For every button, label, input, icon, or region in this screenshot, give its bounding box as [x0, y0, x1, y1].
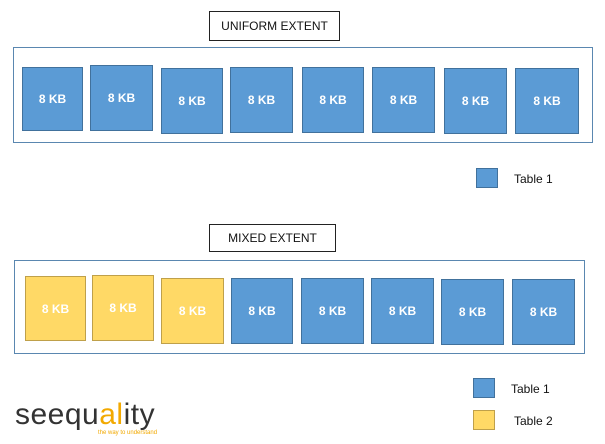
- mixed-page-8: 8 KB: [512, 279, 575, 345]
- mixed-page-6: 8 KB: [371, 278, 434, 344]
- mixed-page-2: 8 KB: [92, 275, 154, 341]
- uniform-page-1: 8 KB: [22, 67, 83, 131]
- uniform-page-2: 8 KB: [90, 65, 153, 131]
- legend-table1-label-mixed: Table 1: [511, 382, 550, 396]
- mixed-page-1: 8 KB: [25, 276, 86, 341]
- mixed-page-4: 8 KB: [231, 278, 293, 344]
- mixed-page-5: 8 KB: [301, 278, 364, 344]
- uniform-page-6: 8 KB: [372, 67, 435, 133]
- uniform-page-7: 8 KB: [444, 68, 507, 134]
- logo-tagline: the way to understand: [98, 430, 158, 436]
- legend-table2-swatch-mixed: [473, 410, 495, 430]
- mixed-page-3: 8 KB: [161, 278, 224, 344]
- uniform-page-3: 8 KB: [161, 68, 223, 134]
- legend-table1-label-uniform: Table 1: [514, 172, 553, 186]
- logo-part1: seequ: [15, 398, 100, 431]
- logo-part3: ity: [123, 398, 156, 431]
- seequality-logo: seequality: [15, 400, 155, 430]
- legend-table1-swatch-uniform: [476, 168, 498, 188]
- uniform-page-4: 8 KB: [230, 67, 293, 133]
- mixed-extent-title: MIXED EXTENT: [209, 224, 336, 252]
- legend-table2-label-mixed: Table 2: [514, 414, 553, 428]
- logo-part2: al: [99, 398, 124, 431]
- uniform-extent-title: UNIFORM EXTENT: [209, 11, 340, 41]
- mixed-page-7: 8 KB: [441, 279, 504, 345]
- legend-table1-swatch-mixed: [473, 378, 495, 398]
- uniform-page-5: 8 KB: [302, 67, 364, 133]
- uniform-page-8: 8 KB: [515, 68, 579, 134]
